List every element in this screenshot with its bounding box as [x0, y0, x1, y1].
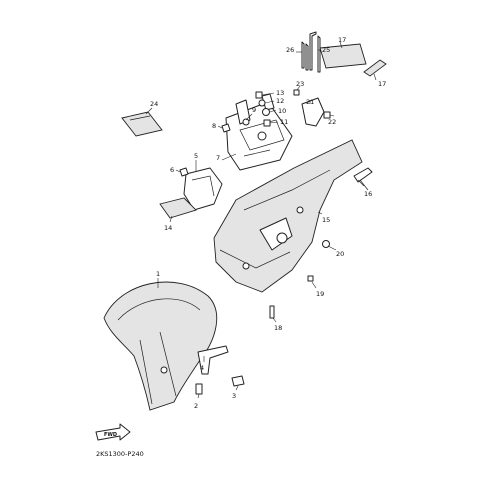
callout-13: 13: [276, 89, 284, 97]
callout-1: 1: [156, 270, 160, 278]
callout-20: 20: [336, 250, 344, 258]
callout-4: 4: [200, 364, 204, 372]
fwd-arrow-icon: FWD: [95, 423, 131, 441]
diagram-code: 2KS1300-P240: [96, 450, 144, 458]
leader-lines: [145, 41, 377, 399]
part-9-washer[interactable]: [242, 118, 250, 126]
callout-18: 18: [274, 324, 282, 332]
part-26-rod[interactable]: [301, 41, 309, 71]
callout-19: 19: [316, 290, 324, 298]
part-19-bolt[interactable]: [307, 275, 314, 282]
part-1-front-fender[interactable]: [103, 281, 218, 411]
callout-9: 9: [252, 106, 256, 114]
part-20-grommet[interactable]: [322, 240, 330, 248]
callout-17-lower: 17: [378, 80, 386, 88]
part-3-bolt[interactable]: [231, 375, 245, 387]
callout-25: 25: [322, 46, 330, 54]
part-25-rod[interactable]: [309, 31, 321, 73]
callout-15: 15: [322, 216, 330, 224]
callout-12: 12: [276, 97, 284, 105]
part-15-tail-cover[interactable]: [213, 139, 363, 293]
part-17-pad-upper[interactable]: [319, 43, 367, 69]
callouts: 26 25 17 17 24 13 12 10 9 11 8 7 6 5 14 …: [150, 36, 386, 410]
part-4-bracket[interactable]: [197, 345, 229, 375]
part-10-grommet[interactable]: [262, 108, 270, 116]
callout-11: 11: [280, 118, 288, 126]
callout-23: 23: [296, 80, 304, 88]
callout-16: 16: [364, 190, 372, 198]
part-6-bolt[interactable]: [179, 167, 189, 177]
part-12-collar[interactable]: [258, 99, 266, 107]
part-17-pad-lower[interactable]: [363, 59, 387, 77]
callout-17-upper: 17: [338, 36, 346, 44]
callout-6: 6: [170, 166, 174, 174]
part-16-strip[interactable]: [353, 167, 373, 191]
part-18-screw[interactable]: [269, 305, 275, 319]
part-14-plate[interactable]: [159, 197, 197, 219]
part-24-plate[interactable]: [121, 111, 163, 137]
callout-5: 5: [194, 152, 198, 160]
part-7-bracket-tray[interactable]: [225, 93, 293, 171]
callout-10: 10: [278, 107, 286, 115]
callout-26: 26: [286, 46, 294, 54]
callout-7: 7: [216, 154, 220, 162]
callout-3: 3: [232, 392, 236, 400]
part-5-holder[interactable]: [183, 167, 223, 211]
callout-14: 14: [164, 224, 172, 232]
part-21-bracket[interactable]: [301, 97, 325, 127]
fwd-label: FWD: [104, 432, 117, 438]
part-23-bolt[interactable]: [293, 89, 300, 96]
part-8-screw[interactable]: [221, 123, 231, 133]
part-13-bolt[interactable]: [255, 91, 263, 99]
part-2-bolt[interactable]: [195, 383, 203, 395]
callout-22: 22: [328, 118, 336, 126]
callout-8: 8: [212, 122, 216, 130]
part-11-nut[interactable]: [263, 119, 271, 127]
callout-2: 2: [194, 402, 198, 410]
callout-24: 24: [150, 100, 158, 108]
callout-21: 21: [306, 98, 314, 106]
